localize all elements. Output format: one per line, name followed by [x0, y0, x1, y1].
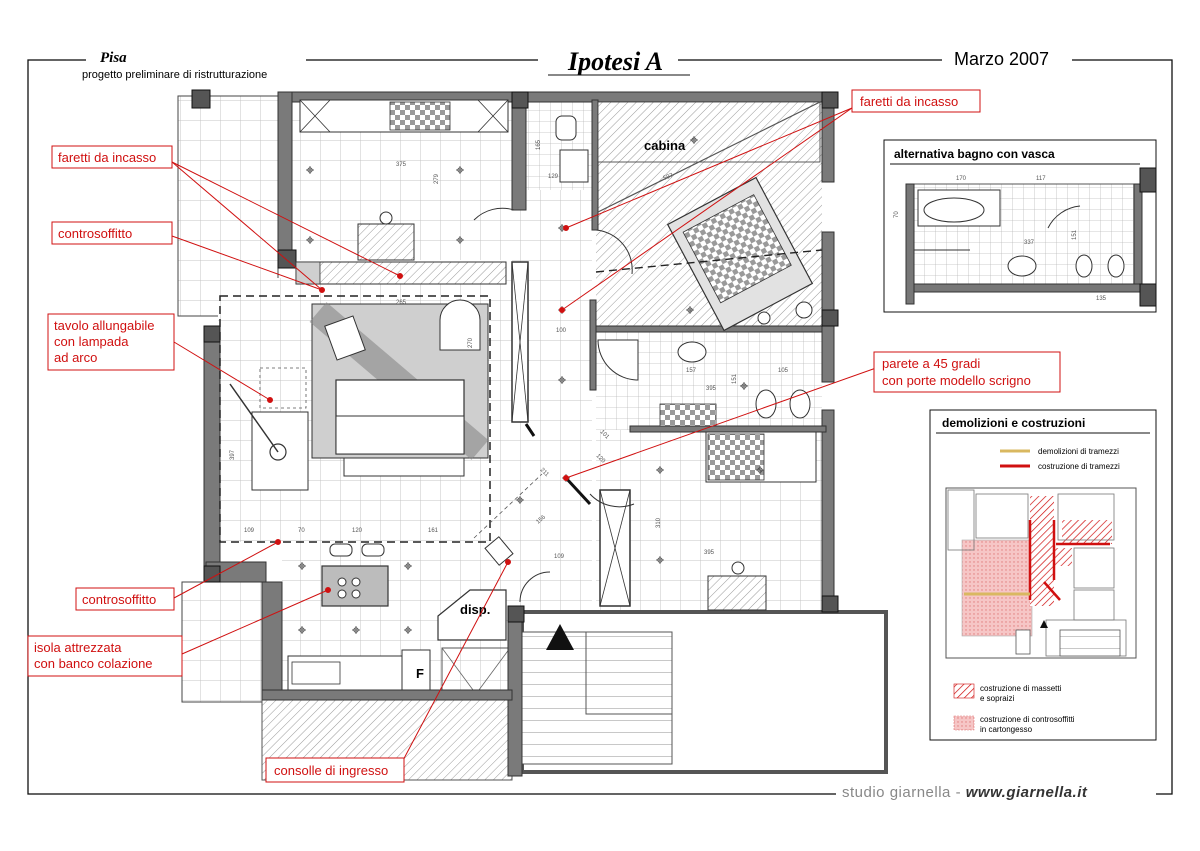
- svg-text:faretti da incasso: faretti da incasso: [860, 94, 958, 109]
- svg-text:151: 151: [1072, 229, 1078, 240]
- svg-text:120: 120: [595, 453, 607, 465]
- svg-text:310: 310: [656, 517, 662, 528]
- svg-text:controsoffitto: controsoffitto: [82, 592, 156, 607]
- room-label-storage: disp.: [460, 602, 490, 617]
- callout-controsoffitto-bottom: controsoffitto: [75, 587, 175, 611]
- footer-website-link: www.giarnella.it: [966, 784, 1088, 801]
- svg-text:70: 70: [298, 528, 305, 534]
- svg-text:395: 395: [706, 386, 717, 392]
- svg-text:135: 135: [1096, 296, 1107, 302]
- svg-text:279: 279: [434, 173, 440, 184]
- callout-leaders: [171, 107, 877, 767]
- entrance-arrow-icon: [546, 624, 574, 650]
- svg-text:parete a 45 gradi: parete a 45 gradi: [882, 356, 980, 371]
- svg-text:109: 109: [554, 554, 565, 560]
- legend-swatch-massetti: [953, 683, 975, 699]
- svg-text:170: 170: [956, 176, 967, 182]
- svg-text:70: 70: [894, 211, 900, 218]
- svg-text:con lampada: con lampada: [54, 334, 129, 349]
- svg-text:597: 597: [663, 173, 675, 182]
- svg-text:129: 129: [548, 174, 559, 180]
- svg-text:375: 375: [396, 162, 407, 168]
- room-label-cabina: cabina: [644, 138, 686, 153]
- legend-item-massetti-line1: costruzione di massetti: [980, 684, 1062, 693]
- svg-text:105: 105: [778, 368, 789, 374]
- svg-text:211: 211: [539, 467, 550, 478]
- svg-text:consolle di ingresso: consolle di ingresso: [274, 763, 388, 778]
- fridge-label: F: [416, 666, 424, 681]
- callout-consolle: consolle di ingresso: [265, 757, 405, 783]
- callout-controsoffitto-top: controsoffitto: [51, 221, 173, 245]
- callout-tavolo: tavolo allungabile con lampada ad arco: [47, 313, 175, 371]
- legend-item-construction: costruzione di tramezzi: [1038, 462, 1120, 471]
- legend-title: demolizioni e costruzioni: [942, 416, 1085, 430]
- floor-plan: 375 279 265 270 397 109 70 120 161 100 1…: [177, 89, 888, 781]
- footer-credit: studio giarnella - www.giarnella.it: [842, 784, 1088, 801]
- legend-panel: demolizioni e costruzioni demolizioni di…: [929, 409, 1157, 741]
- svg-text:161: 161: [428, 528, 439, 534]
- svg-text:265: 265: [396, 300, 407, 306]
- mini-plan: [945, 487, 1137, 659]
- callout-isola: isola attrezzata con banco colazione: [27, 635, 183, 677]
- place-label: Pisa: [100, 50, 127, 66]
- svg-text:337: 337: [1024, 240, 1035, 246]
- date-label: Marzo 2007: [954, 49, 1049, 69]
- svg-text:100: 100: [556, 328, 567, 334]
- svg-text:397: 397: [230, 449, 236, 460]
- callout-faretti-left: faretti da incasso: [51, 145, 173, 169]
- svg-text:faretti da incasso: faretti da incasso: [58, 150, 156, 165]
- svg-text:157: 157: [686, 368, 697, 374]
- svg-text:con banco colazione: con banco colazione: [34, 656, 153, 671]
- legend-item-massetti-line2: e sopraizi: [980, 694, 1014, 703]
- plan-dimensions: 375 279 265 270 397 109 70 120 161 100 1…: [230, 139, 789, 560]
- legend-item-controsoffitti-line2: in cartongesso: [980, 725, 1033, 734]
- legend-item-demolition: demolizioni di tramezzi: [1038, 447, 1119, 456]
- alternative-bath-title: alternativa bagno con vasca: [894, 147, 1055, 161]
- svg-text:270: 270: [468, 337, 474, 348]
- svg-text:165: 165: [536, 139, 542, 150]
- legend-swatch-controsoffitti: [953, 715, 975, 731]
- svg-text:109: 109: [244, 528, 255, 534]
- svg-text:controsoffitto: controsoffitto: [58, 226, 132, 241]
- svg-text:120: 120: [352, 528, 363, 534]
- callout-faretti-right: faretti da incasso: [851, 89, 981, 113]
- svg-text:tavolo allungabile: tavolo allungabile: [54, 318, 154, 333]
- svg-text:isola attrezzata: isola attrezzata: [34, 640, 122, 655]
- project-subtitle: progetto preliminare di ristrutturazione: [82, 69, 267, 81]
- legend-item-controsoffitti-line1: costruzione di controsoffitti: [980, 715, 1075, 724]
- svg-text:117: 117: [1036, 176, 1046, 182]
- callout-parete: parete a 45 gradi con porte modello scri…: [873, 351, 1061, 393]
- svg-text:ad arco: ad arco: [54, 350, 97, 365]
- svg-text:con porte modello scrigno: con porte modello scrigno: [882, 373, 1031, 388]
- svg-text:395: 395: [704, 550, 715, 556]
- svg-text:156: 156: [535, 514, 547, 525]
- svg-text:151: 151: [732, 373, 738, 384]
- alternative-bath-panel: alternativa bagno con vasca 170 117 70 1…: [883, 139, 1157, 313]
- svg-text:101: 101: [599, 429, 611, 441]
- project-title: Ipotesi A: [567, 47, 663, 76]
